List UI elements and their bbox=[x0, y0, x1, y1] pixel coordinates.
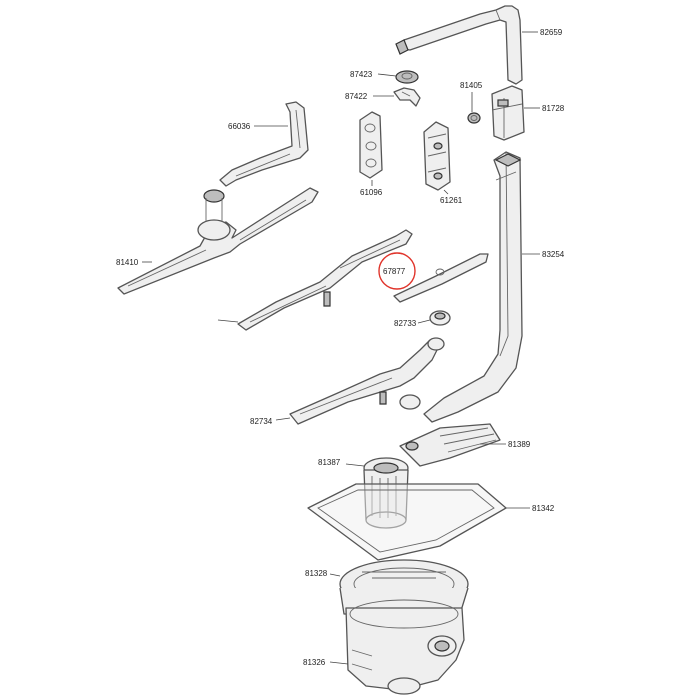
label-81326: 81326 bbox=[303, 658, 326, 667]
part-87423-gear bbox=[395, 70, 419, 84]
label-87422: 87422 bbox=[345, 92, 368, 101]
label-66036: 66036 bbox=[228, 122, 251, 131]
label-81405: 81405 bbox=[460, 81, 483, 90]
label-82733: 82733 bbox=[394, 319, 417, 328]
part-81405-plug bbox=[467, 112, 481, 124]
label-81342: 81342 bbox=[532, 504, 555, 513]
part-83254-feed-pipe bbox=[423, 151, 523, 423]
part-81342-gasket-frame bbox=[307, 483, 507, 561]
label-82734: 82734 bbox=[250, 417, 273, 426]
part-67877-small-spray-arm bbox=[393, 253, 489, 303]
label-81728: 81728 bbox=[542, 104, 565, 113]
part-middle-spray-arm bbox=[237, 229, 413, 331]
label-81387: 81387 bbox=[318, 458, 341, 467]
part-87422-clip bbox=[393, 87, 421, 107]
part-82734-lower-spray-arm bbox=[289, 337, 445, 425]
part-61096-gasket bbox=[359, 111, 383, 179]
highlight-circle bbox=[378, 252, 416, 290]
label-61261: 61261 bbox=[440, 196, 463, 205]
label-67877: 67877 bbox=[383, 267, 406, 276]
part-82733-nut bbox=[429, 310, 451, 326]
part-81410-upper-spray-arm bbox=[117, 187, 319, 295]
part-82659-upper-pipe bbox=[395, 5, 523, 85]
part-81728-connector bbox=[491, 85, 525, 141]
label-83254: 83254 bbox=[542, 250, 565, 259]
label-81389: 81389 bbox=[508, 440, 531, 449]
label-82659: 82659 bbox=[540, 28, 563, 37]
label-81328: 81328 bbox=[305, 569, 328, 578]
part-66036-arm-feed bbox=[219, 101, 309, 187]
part-81326-sump-body bbox=[345, 599, 465, 695]
label-61096: 61096 bbox=[360, 188, 383, 197]
part-81389-filter-cover bbox=[399, 423, 501, 467]
label-81410: 81410 bbox=[116, 258, 139, 267]
label-87423: 87423 bbox=[350, 70, 373, 79]
part-61261-housing bbox=[423, 121, 451, 191]
